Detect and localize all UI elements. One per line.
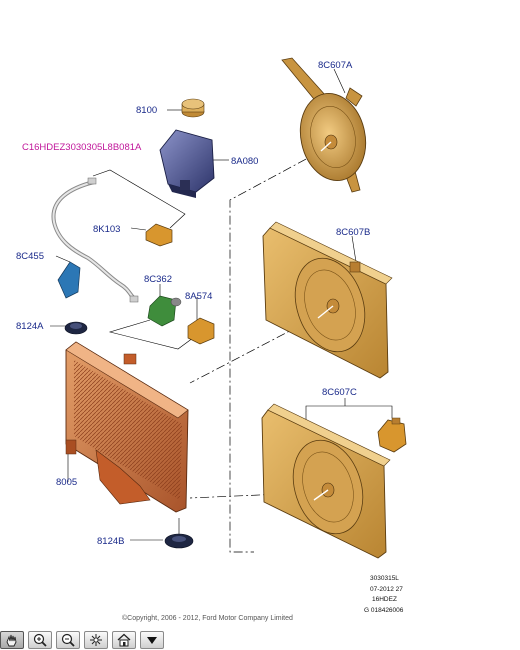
radiator-8005-part	[65, 341, 189, 513]
drawing-model: 16HDEZ	[372, 596, 397, 603]
thermostat-8c362-part	[147, 295, 182, 327]
connector-8a574-part	[187, 317, 215, 345]
copyright-text: ©Copyright, 2006 - 2012, Ford Motor Comp…	[122, 614, 293, 622]
mount-8124a-part	[64, 321, 88, 335]
label-8a574[interactable]: 8A574	[185, 291, 212, 302]
hand-icon	[6, 634, 17, 647]
home-button[interactable]	[112, 631, 136, 649]
label-8124b[interactable]: 8124B	[97, 536, 124, 547]
drawing-id: G 018426006	[364, 607, 404, 614]
bracket-8k103-part	[145, 223, 173, 247]
fan-shroud-8c607c-part	[261, 403, 407, 559]
label-8k103[interactable]: 8K103	[93, 224, 120, 235]
zoom-out-button[interactable]	[56, 631, 80, 649]
part-labels: 8100 8A080 C16HDEZ3030305L8B081A 8K103 8…	[16, 60, 370, 547]
zoom-in-icon	[33, 633, 47, 647]
viewer-toolbar	[0, 631, 170, 650]
fan-8c607a-part	[281, 57, 367, 193]
parts-diagram: 8100 8A080 C16HDEZ3030305L8B081A 8K103 8…	[16, 57, 407, 622]
pan-tool-button[interactable]	[0, 631, 24, 649]
drawing-date: 07-2012 27	[370, 586, 403, 593]
label-8124a[interactable]: 8124A	[16, 321, 44, 332]
fit-icon	[90, 634, 102, 646]
menu-dropdown-button[interactable]	[140, 631, 164, 649]
overflow-hose-part	[51, 177, 139, 303]
label-8c362[interactable]: 8C362	[144, 274, 172, 285]
drawing-number: 3030315L	[370, 575, 399, 582]
fit-window-button[interactable]	[84, 631, 108, 649]
fan-shroud-8c607b-part	[262, 221, 393, 379]
drawing-reference: 3030315L 07-2012 27 16HDEZ G 018426006	[364, 575, 404, 614]
zoom-in-button[interactable]	[28, 631, 52, 649]
label-8c607c[interactable]: 8C607C	[322, 387, 357, 398]
coolant-reservoir-8a080-part	[159, 129, 215, 198]
label-8a080[interactable]: 8A080	[231, 156, 258, 167]
zoom-out-icon	[61, 633, 75, 647]
mount-8124b-part	[164, 533, 194, 549]
home-icon	[117, 633, 131, 647]
bracket-8c455-part	[57, 261, 81, 299]
down-triangle-icon	[147, 637, 157, 644]
label-hose-part-number[interactable]: C16HDEZ3030305L8B081A	[22, 142, 142, 153]
label-8100[interactable]: 8100	[136, 105, 157, 116]
label-8c607b[interactable]: 8C607B	[336, 227, 370, 238]
label-8005[interactable]: 8005	[56, 477, 77, 488]
label-8c455[interactable]: 8C455	[16, 251, 44, 262]
label-8c607a[interactable]: 8C607A	[318, 60, 353, 71]
cap-8100-part	[181, 98, 205, 118]
